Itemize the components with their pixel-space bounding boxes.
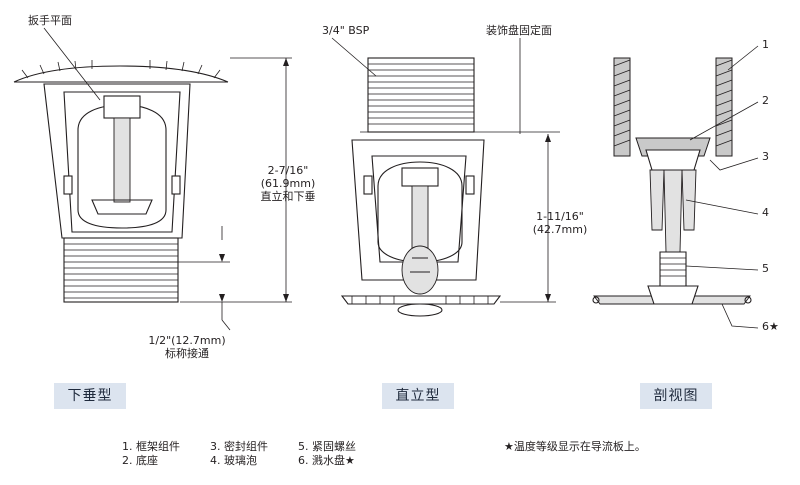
inlet-dim-text: 1/2"(12.7mm) bbox=[148, 334, 226, 347]
upright-mm-text: (42.7mm) bbox=[532, 223, 588, 236]
legend-item: 2. 底座 bbox=[122, 454, 158, 467]
upright-sprinkler bbox=[331, 37, 560, 317]
callout-1: 1 bbox=[762, 38, 769, 51]
height-note-text: 直立和下垂 bbox=[260, 190, 316, 203]
legend-item: 5. 紧固螺丝 bbox=[298, 440, 356, 453]
pendent-sprinkler bbox=[13, 27, 292, 331]
legend-item: 4. 玻璃泡 bbox=[210, 454, 257, 467]
legend-col-1: 1. 框架组件 2. 底座 bbox=[122, 440, 180, 468]
section-view bbox=[592, 45, 759, 329]
thread-label: 3/4" BSP bbox=[322, 24, 370, 37]
legend-col-2: 3. 密封组件 4. 玻璃泡 bbox=[210, 440, 268, 468]
upright-dim-text: 1-11/16" bbox=[536, 210, 584, 223]
legend-col-3: 5. 紧固螺丝 6. 溅水盘★ bbox=[298, 440, 356, 468]
callout-3: 3 bbox=[762, 150, 769, 163]
footnote: ★温度等级显示在导流板上。 bbox=[504, 440, 646, 453]
legend-item: 6. 溅水盘★ bbox=[298, 454, 355, 467]
height-mm-text: (61.9mm) bbox=[260, 177, 316, 190]
inlet-note-text: 标称接通 bbox=[165, 347, 209, 360]
height-dim-text: 2-7/16" bbox=[267, 164, 309, 177]
wrench-flats-label: 扳手平面 bbox=[28, 14, 72, 27]
pendent-title: 下垂型 bbox=[54, 383, 126, 409]
legend-item: 3. 密封组件 bbox=[210, 440, 268, 453]
legend-item: 1. 框架组件 bbox=[122, 440, 180, 453]
callout-5: 5 bbox=[762, 262, 769, 275]
callout-6: 6★ bbox=[762, 320, 779, 333]
upright-title: 直立型 bbox=[382, 383, 454, 409]
escutcheon-face-label: 装饰盘固定面 bbox=[486, 24, 552, 37]
upright-dimension: 1-11/16" (42.7mm) bbox=[520, 210, 600, 236]
height-dimension: 2-7/16" (61.9mm) 直立和下垂 bbox=[250, 164, 326, 203]
callout-2: 2 bbox=[762, 94, 769, 107]
callout-4: 4 bbox=[762, 206, 769, 219]
inlet-dimension: 1/2"(12.7mm) 标称接通 bbox=[128, 334, 246, 360]
section-title: 剖视图 bbox=[640, 383, 712, 409]
